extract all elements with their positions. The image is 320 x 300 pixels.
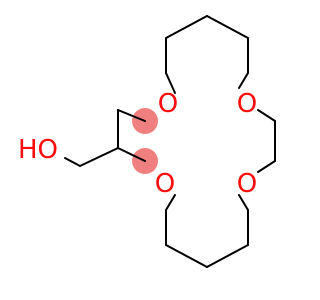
molecule-structure: HO O O O O xyxy=(17,15,276,268)
bond-ch-o1 xyxy=(117,147,146,162)
bond-c-c-top3 xyxy=(206,15,249,39)
bonds xyxy=(64,15,276,268)
oxygen-label-4: O xyxy=(237,169,257,199)
bond-o2-c xyxy=(165,72,176,94)
bond-ho-ch2 xyxy=(64,157,81,167)
oxygen-label-1: O xyxy=(155,169,175,199)
bond-c-c-bottom2 xyxy=(206,244,249,268)
bond-c-o3 xyxy=(238,72,249,89)
bond-c-c-top2 xyxy=(165,15,208,39)
oxygen-label-3: O xyxy=(237,89,257,119)
bond-ch2-o2 xyxy=(117,109,146,122)
bond-c-c-bottom3 xyxy=(165,244,208,268)
bond-o3-c-right xyxy=(257,109,276,122)
bond-ch2-chring xyxy=(79,147,119,167)
oxygen-label-2: O xyxy=(158,89,178,119)
bond-c-o4 xyxy=(257,160,276,173)
hydroxyl-label: HO xyxy=(18,135,58,165)
bond-o4-c-bottom xyxy=(238,194,249,211)
bond-c-o1 xyxy=(165,194,176,211)
